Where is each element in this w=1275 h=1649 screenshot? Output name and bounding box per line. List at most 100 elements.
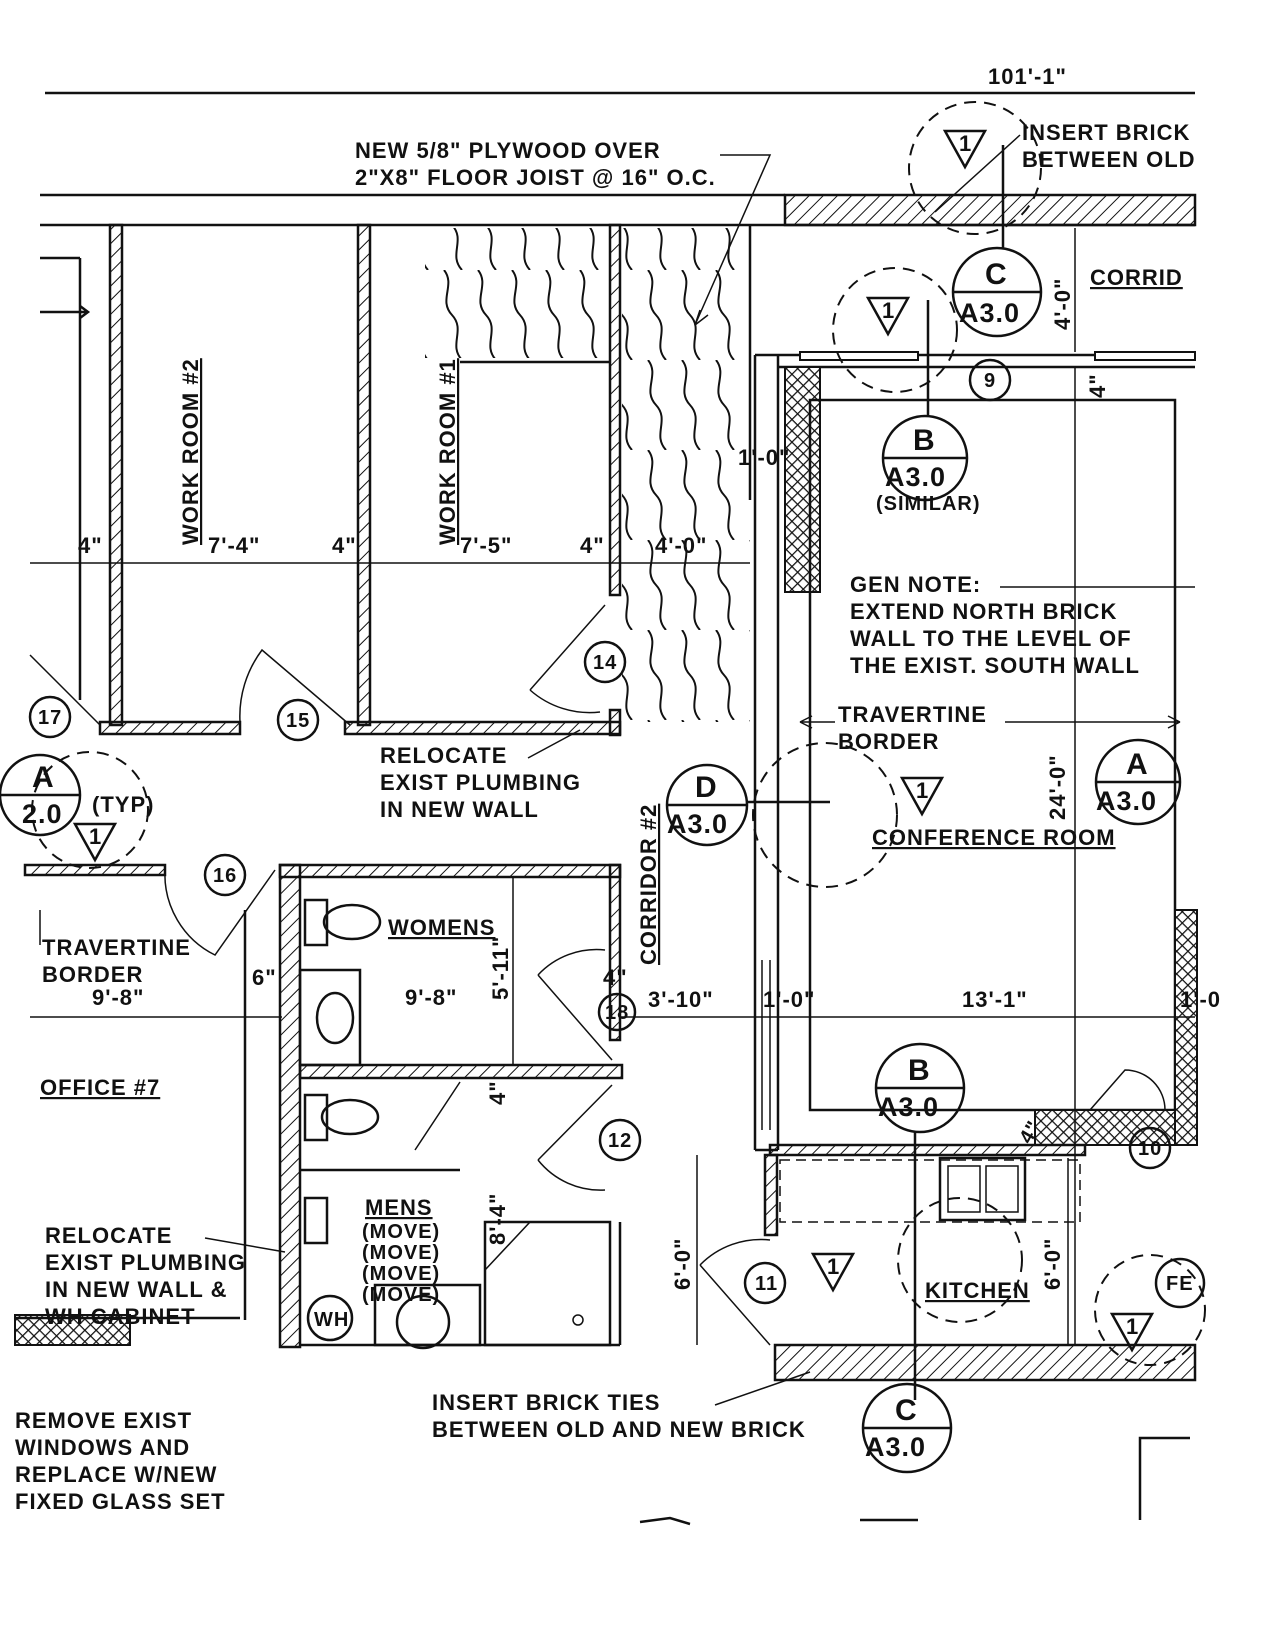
note-line: EXIST PLUMBING bbox=[380, 770, 581, 795]
section-marker-b-upper[interactable]: B A3.0 bbox=[881, 414, 969, 502]
dim-label: 1'-0 bbox=[1180, 987, 1221, 1012]
door-tag-17[interactable]: 17 bbox=[28, 695, 72, 739]
dim-label: 9'-8" bbox=[405, 985, 457, 1010]
door-number: 16 bbox=[213, 865, 237, 887]
room-label-conference: CONFERENCE ROOM bbox=[872, 825, 1116, 850]
section-marker-c-top[interactable]: C A3.0 bbox=[951, 246, 1043, 338]
revision-tag: 1 bbox=[1109, 1312, 1155, 1353]
section-marker-c-bottom[interactable]: C A3.0 bbox=[861, 1382, 953, 1474]
section-marker-d[interactable]: D A3.0 bbox=[665, 763, 749, 847]
dim-label: 6" bbox=[252, 965, 277, 990]
dim-label: 3'-10" bbox=[648, 987, 714, 1012]
door-tag-10[interactable]: 10 bbox=[1128, 1126, 1172, 1170]
plywood-note: NEW 5/8" PLYWOOD OVER 2"X8" FLOOR JOIST … bbox=[355, 138, 772, 326]
move-note: (MOVE) bbox=[362, 1284, 440, 1306]
office-area bbox=[14, 863, 276, 1346]
room-label-work-room-2: WORK ROOM #2 bbox=[178, 358, 203, 545]
door-number: 11 bbox=[755, 1273, 778, 1295]
revision-tag: 1 bbox=[865, 296, 911, 337]
door-number: 15 bbox=[286, 710, 310, 732]
room-label-mens: MENS bbox=[365, 1195, 433, 1220]
note-line: WH CABINET bbox=[45, 1304, 196, 1329]
door-tag-12[interactable]: 12 bbox=[598, 1118, 642, 1162]
section-sheet: A3.0 bbox=[667, 809, 728, 839]
revision-tag: 1 bbox=[942, 129, 988, 170]
revision-number: 1 bbox=[89, 824, 102, 849]
note-line: WALL TO THE LEVEL OF bbox=[850, 626, 1132, 651]
typical-note: (TYP) bbox=[92, 792, 154, 817]
move-note: (MOVE) bbox=[362, 1263, 440, 1285]
revision-tag: 1 bbox=[72, 822, 118, 863]
note-line: FIXED GLASS SET bbox=[15, 1489, 226, 1514]
relocate-plumbing-note-1: RELOCATE EXIST PLUMBING IN NEW WALL bbox=[380, 729, 581, 822]
toilet-icon bbox=[303, 1093, 380, 1142]
section-marker-a-left[interactable]: A 2.0 bbox=[0, 753, 82, 837]
door-tag-15[interactable]: 15 bbox=[276, 698, 320, 742]
section-marker-b-lower[interactable]: B A3.0 bbox=[874, 1042, 966, 1134]
room-label-corridor: CORRID bbox=[1090, 265, 1183, 290]
door-tag-11[interactable]: 11 bbox=[743, 1261, 787, 1305]
restroom-dimensions: 5'-11" 4" 8'-4" 9'-8" 6" 4" bbox=[252, 877, 627, 1245]
door-number: 18 bbox=[605, 1002, 629, 1024]
section-sheet: A3.0 bbox=[1096, 786, 1157, 816]
move-note: (MOVE) bbox=[362, 1221, 440, 1243]
fire-extinguisher-label: FE bbox=[1166, 1273, 1194, 1295]
section-marker-a-right[interactable]: A A3.0 bbox=[1094, 738, 1182, 826]
urinal-icon bbox=[303, 1196, 329, 1245]
door-number: 12 bbox=[608, 1130, 632, 1152]
dim-label: 4'-0" bbox=[1050, 278, 1075, 330]
section-letter: C bbox=[895, 1394, 918, 1427]
sink-icon bbox=[373, 1283, 482, 1350]
note-line: IN NEW WALL bbox=[380, 797, 539, 822]
section-sheet: A3.0 bbox=[959, 298, 1020, 328]
plywood-floor-area bbox=[425, 228, 460, 358]
revision-tag: 1 bbox=[810, 1252, 856, 1293]
section-sheet: 2.0 bbox=[22, 799, 63, 829]
note-line: BORDER bbox=[42, 962, 143, 987]
water-heater-label: WH bbox=[314, 1309, 349, 1331]
plywood-floor-area bbox=[622, 228, 750, 722]
dim-label: 8'-4" bbox=[485, 1193, 510, 1245]
door-tag-9[interactable]: 9 bbox=[968, 358, 1012, 402]
door-tag-14[interactable]: 14 bbox=[583, 640, 627, 684]
door-tag-16[interactable]: 16 bbox=[203, 853, 247, 897]
overall-dimension: 101'-1" bbox=[45, 64, 1195, 95]
dim-label: 1'-0" bbox=[738, 445, 790, 470]
note-line: NEW 5/8" PLYWOOD OVER bbox=[355, 138, 661, 163]
room-label-kitchen: KITCHEN bbox=[925, 1278, 1030, 1303]
revision-number: 1 bbox=[959, 131, 972, 156]
dim-label: 4" bbox=[332, 533, 357, 558]
dim-label: 9'-8" bbox=[92, 985, 144, 1010]
door-tag-18[interactable]: 18 bbox=[597, 992, 637, 1032]
note-line: THE EXIST. SOUTH WALL bbox=[850, 653, 1140, 678]
revision-number: 1 bbox=[827, 1254, 840, 1279]
work-room-dimensions: 4" 7'-4" 4" 7'-5" 4" 4'-0" bbox=[30, 533, 750, 564]
plywood-floor-area bbox=[460, 228, 610, 358]
general-note: GEN NOTE: EXTEND NORTH BRICK WALL TO THE… bbox=[850, 572, 1195, 678]
note-line: BORDER bbox=[838, 729, 939, 754]
section-sheet: A3.0 bbox=[885, 462, 946, 492]
dim-label: 1'-0" bbox=[763, 987, 815, 1012]
relocate-plumbing-note-2: RELOCATE EXIST PLUMBING IN NEW WALL & WH… bbox=[45, 1223, 286, 1329]
move-note: (MOVE) bbox=[362, 1242, 440, 1264]
work-room-walls bbox=[29, 223, 752, 737]
dim-label: 7'-5" bbox=[460, 533, 512, 558]
north-wall bbox=[40, 193, 1197, 227]
dim-label: 4" bbox=[485, 1080, 510, 1105]
revision-tag: 1 bbox=[899, 776, 945, 817]
door-number: 14 bbox=[593, 652, 617, 674]
note-line: REMOVE EXIST bbox=[15, 1408, 192, 1433]
toilet-icon bbox=[303, 898, 382, 947]
room-label-office-7: OFFICE #7 bbox=[40, 1075, 160, 1100]
note-line: INSERT BRICK TIES bbox=[432, 1390, 660, 1415]
conference-dimensions: 4'-0" 4" 24'-0" 1'-0" 3'-10" 1'-0" 13'-1… bbox=[30, 228, 1221, 1345]
note-line: BETWEEN OLD AND NEW BRICK bbox=[432, 1417, 806, 1442]
dim-label: 6'-0" bbox=[670, 1238, 695, 1290]
room-label-womens: WOMENS bbox=[388, 915, 495, 940]
dim-label: 6'-0" bbox=[1040, 1238, 1065, 1290]
kitchen-sink-icon bbox=[938, 1156, 1027, 1222]
fire-extinguisher-tag[interactable]: FE bbox=[1154, 1257, 1206, 1309]
note-line: RELOCATE bbox=[45, 1223, 172, 1248]
note-line: RELOCATE bbox=[380, 743, 507, 768]
